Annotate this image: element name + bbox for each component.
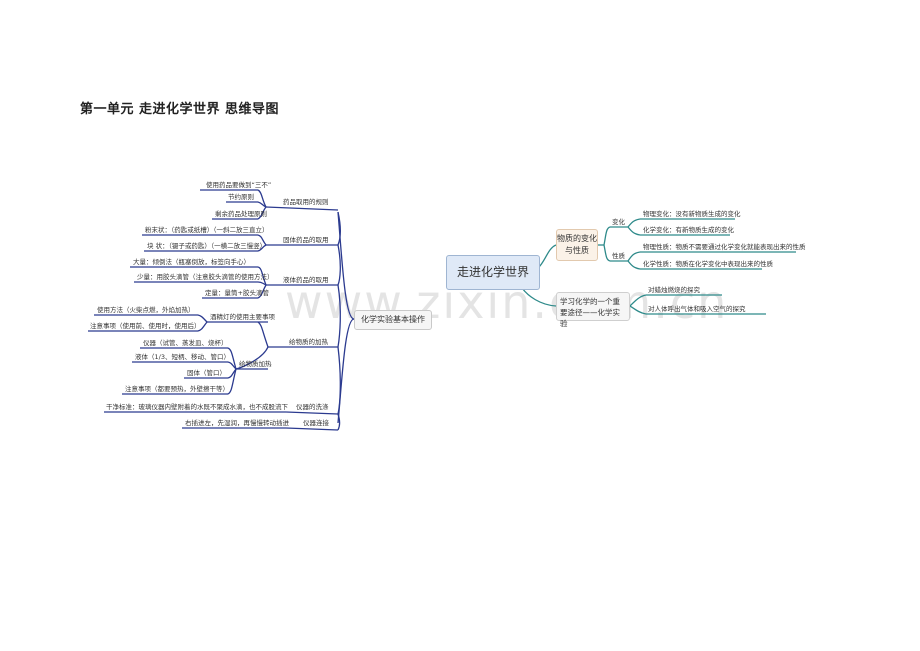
branch-chem-experiment: 学习化学的一个重要途径——化学实验 [556,292,630,328]
item-connect-method: 右插进左，先湿润，再慢慢转动插进 [185,419,289,427]
item-block: 块 状：（镊子或药匙）（一横二放三慢竖） [147,242,267,250]
sub-heating: 给物质加热 [239,360,272,368]
group-rules: 药品取用的规则 [283,198,329,206]
branch-change-property: 物质的变化与性质 [556,229,598,261]
item-chemical-change: 化学变化：有新物质生成的变化 [643,226,734,234]
item-fixed: 定量：量筒+胶头滴管 [205,289,269,297]
item-save: 节约原则 [228,193,254,201]
central-topic: 走进化学世界 [446,255,540,290]
item-three-nots: 使用药品要做到“三不” [206,181,272,189]
item-physical-change: 物理变化：没有新物质生成的变化 [643,210,741,218]
label-property: 性质 [612,252,625,260]
item-heat-notes: 注意事项（都要预热，外壁擦干等） [125,385,229,393]
item-chemical-property: 化学性质：物质在化学变化中表现出来的性质 [643,260,773,268]
item-candle: 对蜡烛燃烧的探究 [648,286,700,294]
group-heating: 给物质的加热 [289,338,328,346]
item-liquid-heat: 液体（1/3、短柄、移动、管口） [135,353,230,361]
item-solid-heat: 固体（管口） [187,369,226,377]
branch-lab-basics: 化学实验基本操作 [354,310,432,330]
group-solid: 固体药品的取用 [283,236,329,244]
item-clean-standard: 干净标准：玻璃仪器内壁附着的水既不聚成水滴，也不成股流下 [106,403,288,411]
label-change: 变化 [612,218,625,226]
item-breath: 对人体呼出气体和吸入空气的探究 [648,305,746,313]
item-small: 少量：用胶头滴管（注意胶头滴管的使用方法） [137,273,274,281]
group-connect: 仪器连接 [303,419,329,427]
item-large: 大量：倾倒法（瓶塞倒放，标签向手心） [133,258,250,266]
item-lamp-usage: 使用方法（火柴点燃，外焰加热） [97,306,195,314]
item-powder: 粉末状：（药匙或纸槽）（一斜二放三直立） [145,226,269,234]
page-title: 第一单元 走进化学世界 思维导图 [80,102,280,117]
group-liquid: 液体药品的取用 [283,276,329,284]
item-leftover: 剩余药品处理原则 [215,210,267,218]
item-instruments: 仪器（试管、蒸发皿、烧杯） [143,339,228,347]
sub-alcohol-lamp: 酒精灯的使用主要事项 [210,313,275,321]
group-washing: 仪器的洗涤 [296,403,329,411]
item-lamp-notes: 注意事项（使用前、使用时，使用后） [90,322,201,330]
item-physical-property: 物理性质：物质不需要通过化学变化就能表现出来的性质 [643,243,806,251]
